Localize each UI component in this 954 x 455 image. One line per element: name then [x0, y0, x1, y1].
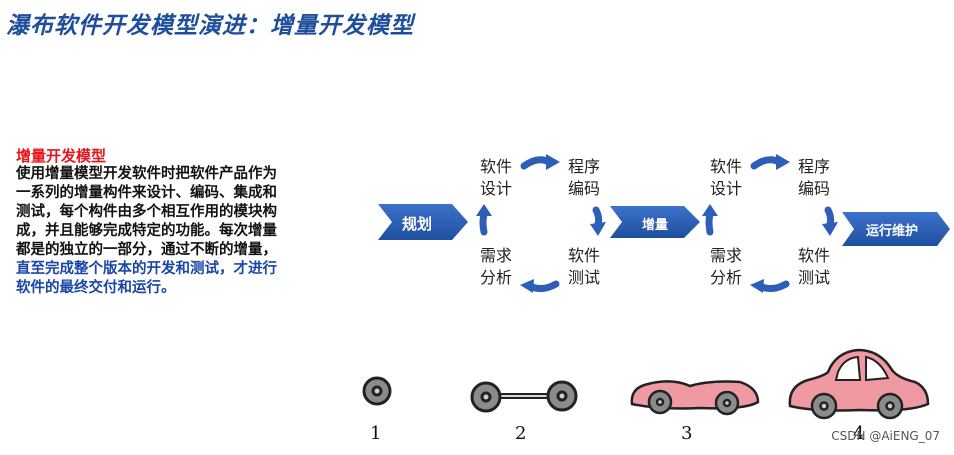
- cycle2-arrow-top: [750, 156, 783, 170]
- car-stage-number-4: 4: [853, 423, 865, 444]
- car-stage-2-axle: [470, 380, 578, 413]
- increment-pentagon-arrow: [610, 206, 700, 238]
- cycle2-arrow-bottom: [756, 280, 790, 293]
- cycle1-arrowheads: [476, 154, 606, 293]
- cycle1-arrow-top: [520, 156, 553, 170]
- cycle2-stage-analysis: 需求分析: [709, 246, 742, 287]
- cycle1-arrow-right: [592, 206, 603, 228]
- cycle1-stage-testing: 软件测试: [567, 246, 600, 287]
- cycle1-stage-analysis: 需求分析: [479, 246, 512, 287]
- description-heading: 增量开发模型: [16, 147, 107, 165]
- car-stage-number-1: 1: [370, 423, 382, 444]
- description-line: 使用增量模型开发软件时把软件产品作为: [16, 166, 277, 182]
- operation-pentagon-arrow: [842, 212, 950, 246]
- cycle1-stage-design: 软件设计: [479, 157, 512, 198]
- cycle1-stage-coding: 程序编码: [567, 157, 600, 198]
- cycle2-arrow-right: [824, 206, 835, 228]
- description-line: 都是的独立的一部分，通过不断的增量，: [16, 242, 277, 258]
- cycle2-stage-coding: 程序编码: [797, 157, 830, 198]
- description-line: 成，并且能够完成特定的功能。每次增量: [16, 223, 277, 239]
- cycle2-stage-design: 软件设计: [709, 157, 742, 198]
- cycle2-arrow-left: [705, 210, 714, 236]
- cycle2-stage-testing: 软件测试: [797, 246, 830, 287]
- car-stage-number-2: 2: [515, 423, 527, 444]
- description-block: 增量开发模型 使用增量模型开发软件时把软件产品作为 一系列的增量构件来设计、编码…: [16, 147, 326, 298]
- description-line: 一系列的增量构件来设计、编码、集成和: [16, 185, 277, 201]
- watermark: CSDN @AiENG_07: [831, 429, 940, 443]
- cycle2-arrowheads: [702, 154, 838, 293]
- description-line: 测试，每个构件由多个相互作用的模块构: [16, 204, 277, 220]
- operation-maintenance-label: 运行维护: [866, 224, 919, 239]
- description-highlight-line: 软件的最终交付和运行。: [16, 280, 176, 296]
- page-title: 瀑布软件开发模型演进：增量开发模型: [6, 13, 414, 39]
- car-stage-3-chassis: [630, 380, 760, 416]
- description-highlight-line: 直至完成整个版本的开发和测试，才进行: [16, 261, 277, 277]
- car-stage-1-wheel: [362, 376, 392, 406]
- cycle1-arrow-left: [479, 210, 488, 236]
- increment-label: 增量: [642, 218, 669, 233]
- plan-label: 规划: [402, 215, 433, 233]
- car-stage-number-3: 3: [681, 423, 693, 444]
- plan-pentagon-arrow: [378, 204, 468, 240]
- cycle1-arrow-bottom: [526, 280, 560, 293]
- car-stage-4-full-car: [788, 348, 930, 420]
